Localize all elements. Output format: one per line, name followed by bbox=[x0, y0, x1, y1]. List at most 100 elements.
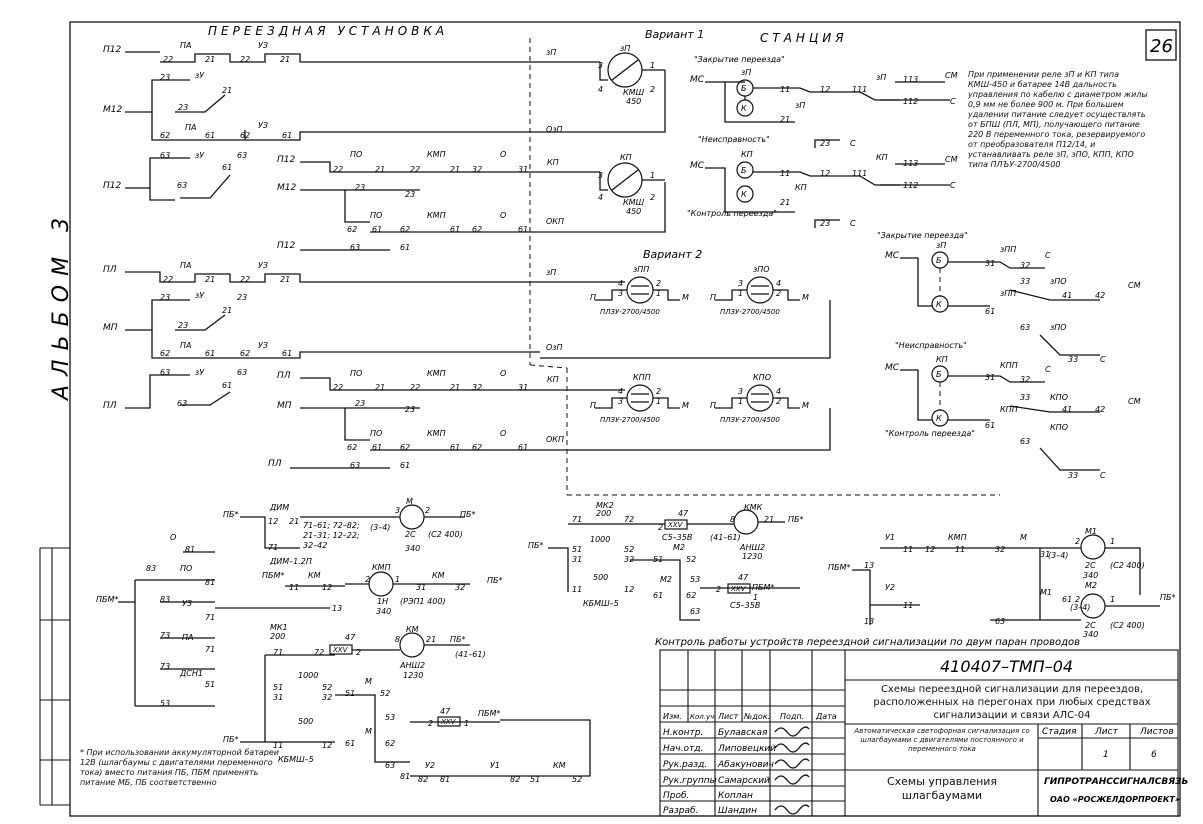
svg-text:1: 1 bbox=[753, 593, 758, 602]
svg-text:зУ: зУ bbox=[195, 291, 205, 300]
svg-text:61: 61 bbox=[985, 307, 995, 316]
svg-text:51: 51 bbox=[572, 545, 582, 554]
svg-text:71: 71 bbox=[205, 645, 215, 654]
svg-text:62: 62 bbox=[240, 131, 250, 140]
svg-text:33: 33 bbox=[1020, 393, 1030, 402]
svg-text:(3–4): (3–4) bbox=[1048, 551, 1068, 560]
sheet-title: Схемы управления шлагбаумами bbox=[886, 775, 998, 802]
svg-text:"Неисправность": "Неисправность" bbox=[698, 135, 770, 144]
svg-text:11: 11 bbox=[955, 545, 965, 554]
svg-text:61: 61 bbox=[450, 225, 460, 234]
svg-text:12: 12 bbox=[925, 545, 935, 554]
svg-text:зП: зП bbox=[876, 73, 886, 82]
svg-text:21: 21 bbox=[764, 515, 774, 524]
svg-text:1: 1 bbox=[1110, 595, 1115, 604]
svg-text:КП: КП bbox=[876, 153, 888, 162]
svg-text:С: С bbox=[1045, 365, 1051, 374]
svg-text:зП: зП bbox=[936, 241, 946, 250]
svg-text:61: 61 bbox=[205, 131, 215, 140]
svg-text:52: 52 bbox=[322, 683, 332, 692]
svg-text:61: 61 bbox=[518, 225, 528, 234]
svg-text:13: 13 bbox=[864, 617, 874, 626]
svg-text:КПП: КПП bbox=[633, 373, 651, 382]
svg-text:ГИПРОТРАНССИГНАЛСВЯЗЬ: ГИПРОТРАНССИГНАЛСВЯЗЬ bbox=[1044, 777, 1189, 787]
svg-text:ОАО «РОСЖЕЛДОРПРОЕКТ»: ОАО «РОСЖЕЛДОРПРОЕКТ» bbox=[1050, 795, 1180, 804]
svg-text:82: 82 bbox=[418, 775, 428, 784]
svg-text:81: 81 bbox=[400, 772, 410, 781]
svg-text:47: 47 bbox=[345, 633, 356, 642]
svg-text:АНШ2: АНШ2 bbox=[739, 543, 765, 552]
svg-text:63: 63 bbox=[237, 368, 247, 377]
svg-text:С: С bbox=[850, 139, 856, 148]
svg-text:31: 31 bbox=[416, 583, 426, 592]
svg-text:зУ: зУ bbox=[195, 71, 205, 80]
svg-text:32–42: 32–42 bbox=[303, 541, 327, 550]
svg-text:61: 61 bbox=[205, 349, 215, 358]
svg-text:М: М bbox=[365, 727, 372, 736]
variant1-header: Вариант 1 bbox=[645, 28, 704, 41]
svg-text:ПЛ: ПЛ bbox=[277, 371, 291, 381]
svg-text:22: 22 bbox=[240, 55, 250, 64]
svg-text:340: 340 bbox=[405, 544, 420, 553]
svg-text:Рук.группы: Рук.группы bbox=[663, 776, 717, 786]
svg-text:Абакунович: Абакунович bbox=[717, 760, 774, 770]
svg-text:С: С bbox=[950, 97, 956, 106]
svg-text:ОзП: ОзП bbox=[546, 125, 563, 134]
svg-text:Подп.: Подп. bbox=[780, 712, 804, 721]
svg-text:23: 23 bbox=[160, 293, 170, 302]
svg-text:71: 71 bbox=[572, 515, 582, 524]
svg-text:Разраб.: Разраб. bbox=[663, 806, 698, 816]
svg-text:2: 2 bbox=[658, 523, 663, 532]
svg-text:ДИМ–1.2П: ДИМ–1.2П bbox=[269, 557, 312, 566]
svg-text:ОКП: ОКП bbox=[546, 435, 564, 444]
svg-text:КМП: КМП bbox=[427, 150, 446, 159]
svg-text:П: П bbox=[710, 293, 716, 302]
svg-text:82: 82 bbox=[510, 775, 520, 784]
svg-text:М: М bbox=[802, 401, 809, 410]
svg-text:63: 63 bbox=[237, 151, 247, 160]
svg-text:УЗ: УЗ bbox=[258, 341, 268, 350]
svg-text:П12: П12 bbox=[277, 155, 295, 165]
svg-text:КП: КП bbox=[741, 150, 753, 159]
svg-text:зП: зП bbox=[546, 48, 556, 57]
svg-text:2: 2 bbox=[776, 289, 781, 298]
svg-text:КМШ: КМШ bbox=[623, 198, 645, 207]
svg-text:32: 32 bbox=[472, 165, 482, 174]
svg-text:81: 81 bbox=[205, 578, 215, 587]
svg-text:КМ: КМ bbox=[553, 761, 566, 770]
svg-text:21: 21 bbox=[289, 517, 299, 526]
svg-text:ПБ*: ПБ* bbox=[1160, 593, 1176, 602]
svg-text:зП: зП bbox=[546, 268, 556, 277]
svg-text:1000: 1000 bbox=[590, 535, 610, 544]
svg-text:32: 32 bbox=[322, 693, 332, 702]
svg-text:72: 72 bbox=[314, 648, 324, 657]
svg-text:450: 450 bbox=[626, 207, 641, 216]
svg-text:12: 12 bbox=[624, 585, 634, 594]
svg-text:КМП: КМП bbox=[948, 533, 967, 542]
svg-text:31: 31 bbox=[1040, 550, 1050, 559]
svg-text:53: 53 bbox=[160, 699, 170, 708]
svg-text:"Контроль переезда": "Контроль переезда" bbox=[687, 209, 777, 218]
svg-text:КП: КП bbox=[795, 183, 807, 192]
svg-text:61: 61 bbox=[985, 421, 995, 430]
svg-text:11: 11 bbox=[903, 545, 913, 554]
svg-text:62: 62 bbox=[240, 349, 250, 358]
svg-text:11: 11 bbox=[273, 741, 283, 750]
svg-text:О: О bbox=[500, 429, 506, 438]
svg-text:22: 22 bbox=[163, 275, 173, 284]
svg-text:С5–35В: С5–35В bbox=[730, 601, 760, 610]
svg-text:113: 113 bbox=[903, 75, 918, 84]
svg-text:ПБ*: ПБ* bbox=[223, 735, 239, 744]
svg-text:М12: М12 bbox=[277, 183, 296, 193]
svg-text:13: 13 bbox=[864, 561, 874, 570]
svg-text:С: С bbox=[1100, 355, 1106, 364]
svg-text:21: 21 bbox=[205, 55, 215, 64]
svg-text:61: 61 bbox=[282, 349, 292, 358]
svg-text:У1: У1 bbox=[885, 533, 895, 542]
svg-text:О: О bbox=[500, 150, 506, 159]
svg-text:500: 500 bbox=[298, 717, 313, 726]
svg-text:2: 2 bbox=[428, 719, 433, 728]
svg-text:(3–4): (3–4) bbox=[370, 523, 390, 532]
svg-text:21: 21 bbox=[450, 383, 460, 392]
